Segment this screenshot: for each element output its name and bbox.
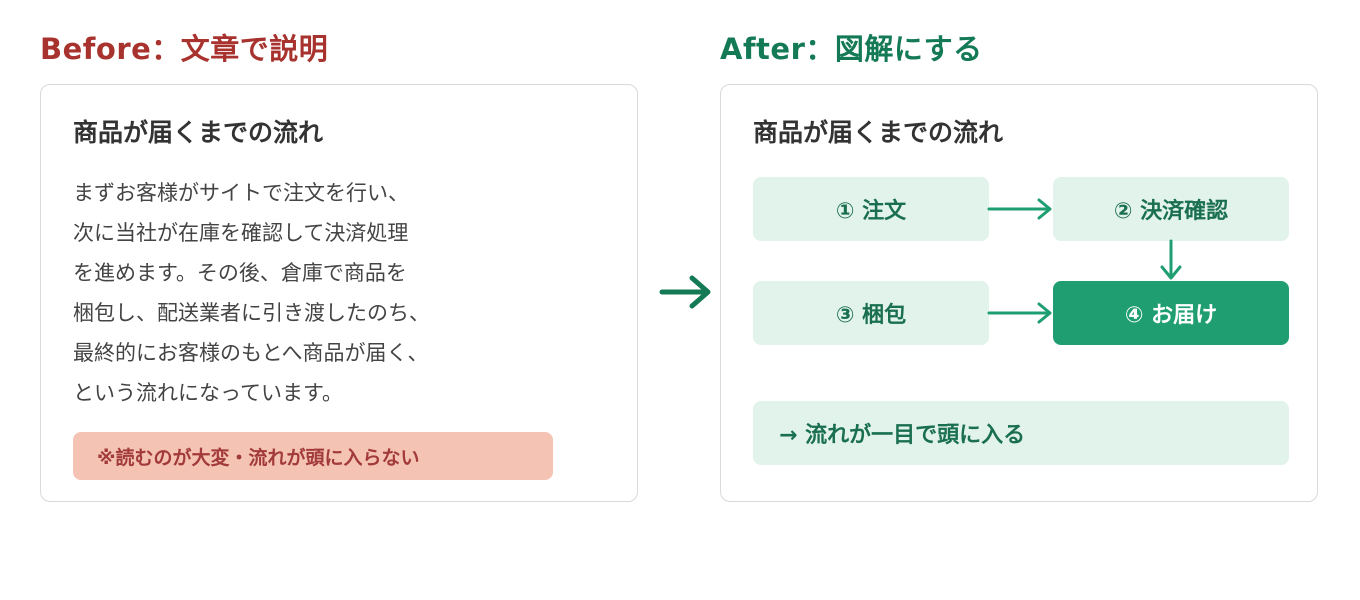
after-card-title: 商品が届くまでの流れ: [753, 118, 1004, 147]
after-card: 商品が届くまでの流れ ① 注文 ② 決済確認 ③ 梱包 ④ お届け → 流れが一…: [720, 84, 1318, 502]
description-line: という流れになっています。: [73, 381, 343, 405]
arrow-order-to-payment-icon: [987, 198, 1052, 220]
before-heading: Before：文章で説明: [40, 32, 329, 66]
description-line: 梱包し、配送業者に引き渡したのち、: [73, 301, 430, 325]
step-order: ① 注文: [753, 177, 989, 241]
step-payment-check: ② 決済確認: [1053, 177, 1289, 241]
before-card-title: 商品が届くまでの流れ: [73, 118, 324, 147]
arrow-packing-to-delivery-icon: [987, 302, 1052, 324]
before-description: まずお客様がサイトで注文を行い、 次に当社が在庫を確認して決済処理 を進めます。…: [73, 173, 430, 413]
transition-arrow-icon: [659, 275, 711, 309]
step-packing: ③ 梱包: [753, 281, 989, 345]
warning-note: ※読むのが大変・流れが頭に入らない: [73, 432, 553, 480]
arrow-payment-to-delivery-icon: [1160, 239, 1182, 280]
description-line: まずお客様がサイトで注文を行い、: [73, 181, 409, 205]
step-delivery: ④ お届け: [1053, 281, 1289, 345]
before-card: 商品が届くまでの流れ まずお客様がサイトで注文を行い、 次に当社が在庫を確認して…: [40, 84, 638, 502]
after-heading: After：図解にする: [720, 32, 983, 66]
description-line: 最終的にお客様のもとへ商品が届く、: [73, 341, 429, 365]
summary-note: → 流れが一目で頭に入る: [753, 401, 1289, 465]
description-line: を進めます。その後、倉庫で商品を: [73, 261, 407, 285]
description-line: 次に当社が在庫を確認して決済処理: [73, 221, 409, 245]
